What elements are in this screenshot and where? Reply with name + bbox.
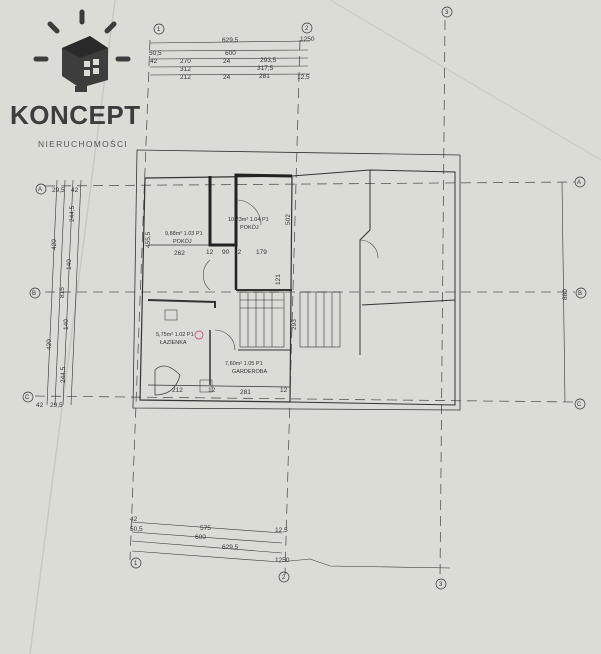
grid-label-b-right: B — [578, 291, 582, 297]
dim-top-212: 212 — [180, 74, 191, 81]
dim-top-24: 24 — [223, 58, 231, 65]
dim-left-420: 420 — [51, 239, 58, 250]
dim-left-244-5: 244,5 — [69, 205, 76, 222]
brand-name: KONCEPT — [10, 100, 141, 130]
dim-top-50-5: 50,5 — [149, 50, 162, 57]
room-1-04: 10,23m² 1.04 P1 POKÓJ — [228, 217, 269, 231]
dim-top-317-5: 317,5 — [257, 65, 274, 72]
svg-text:GARDEROBA: GARDEROBA — [232, 369, 267, 375]
svg-text:90: 90 — [222, 249, 230, 256]
room-1-02: 5,75m² 1.02 P1 ŁAZIENKA — [156, 332, 194, 346]
svg-text:262: 262 — [174, 250, 185, 257]
dim-left-420b: 420 — [46, 339, 53, 350]
dim-bottom-50-5: 50,5 — [130, 526, 143, 533]
svg-text:12: 12 — [208, 387, 216, 394]
dim-left-42: 42 — [71, 187, 79, 194]
grid-label-a-right: A — [577, 180, 581, 186]
dim-bottom-629-5: 629,5 — [222, 544, 239, 551]
svg-text:502: 502 — [285, 214, 292, 225]
svg-text:212: 212 — [172, 387, 183, 394]
grid-label-a: A — [38, 187, 42, 193]
svg-text:12: 12 — [206, 249, 214, 256]
dim-left-29-5b: 29,5 — [50, 402, 63, 409]
house-cube-lightbulb-icon — [33, 9, 131, 92]
svg-text:281: 281 — [240, 389, 251, 396]
dim-top-281: 281 — [259, 73, 270, 80]
dim-left-244-5b: 244,5 — [60, 366, 67, 383]
svg-text:9,88m² 1.03 P1: 9,88m² 1.03 P1 — [165, 231, 203, 237]
grid-markers: 1 2 3 1 2 3 A B C A B C — [22, 6, 587, 590]
svg-text:12: 12 — [234, 249, 242, 256]
grid-label-b: B — [32, 291, 36, 297]
svg-text:179: 179 — [256, 249, 267, 256]
brand-tagline: NIERUCHOMOŚCI — [38, 139, 129, 149]
paper-fold — [329, 0, 601, 161]
grid-label-c-right: C — [577, 402, 582, 408]
staircase — [239, 291, 341, 348]
dim-top-1250: 1250 — [300, 36, 315, 43]
grid-label-1: 1 — [157, 27, 161, 33]
dim-top-312: 312 — [180, 66, 191, 73]
dim-bottom-12-5: 12,5 — [275, 527, 288, 534]
grid-label-3-bottom: 3 — [439, 582, 443, 588]
dim-top-42: 42 — [150, 58, 158, 65]
bottom-dimensions — [131, 521, 451, 569]
svg-text:7,60m² 1.05 P1: 7,60m² 1.05 P1 — [225, 361, 263, 367]
dim-top-12-5: 12,5 — [297, 74, 310, 81]
dim-bottom-600: 600 — [195, 534, 206, 541]
top-dimensions — [149, 40, 311, 76]
dim-top-629-5: 629,5 — [222, 37, 239, 44]
dim-left-815: 815 — [59, 287, 66, 298]
grid-label-3: 3 — [445, 10, 449, 16]
svg-text:5,75m² 1.02 P1: 5,75m² 1.02 P1 — [156, 332, 194, 338]
dim-right-880: 880 — [562, 289, 569, 300]
svg-text:455,5: 455,5 — [145, 231, 152, 248]
grid-label-c: C — [25, 395, 30, 401]
svg-text:12: 12 — [280, 387, 288, 394]
dim-left-42b: 42 — [36, 402, 44, 409]
dim-bottom-1250: 1250 — [275, 557, 290, 564]
dim-bottom-575: 575 — [200, 525, 211, 532]
dim-top-270: 270 — [180, 58, 191, 65]
dim-left-29-5: 29,5 — [52, 187, 65, 194]
dim-bottom-42: 42 — [130, 516, 138, 523]
svg-text:ŁAZIENKA: ŁAZIENKA — [160, 340, 187, 346]
stamp-mark — [194, 330, 204, 340]
paper-edge — [29, 0, 116, 654]
interior-dimensions: 455,5 262 12 90 12 179 121 502 293 212 1… — [145, 214, 298, 396]
svg-text:10,23m² 1.04 P1: 10,23m² 1.04 P1 — [228, 217, 269, 223]
building-walls — [132, 149, 461, 411]
svg-text:POKÓJ: POKÓJ — [173, 238, 192, 245]
dim-top-24b: 24 — [223, 74, 231, 81]
room-1-05: 7,60m² 1.05 P1 GARDEROBA — [225, 361, 267, 375]
grid-label-2: 2 — [305, 26, 309, 32]
svg-text:293: 293 — [291, 319, 298, 330]
room-1-03: 9,88m² 1.03 P1 POKÓJ — [165, 231, 203, 245]
svg-text:POKÓJ: POKÓJ — [240, 224, 259, 231]
dim-top-293-5: 293,5 — [260, 57, 277, 64]
doors — [154, 199, 379, 396]
right-dimension-line — [561, 181, 566, 403]
dim-left-140b: 140 — [63, 319, 70, 330]
dim-left-140a: 140 — [66, 259, 73, 270]
svg-text:121: 121 — [275, 274, 282, 285]
left-dimensions — [46, 179, 82, 406]
grid-label-2-bottom: 2 — [282, 575, 286, 581]
grid-label-1-bottom: 1 — [134, 561, 138, 567]
dim-top-600: 600 — [225, 50, 236, 57]
